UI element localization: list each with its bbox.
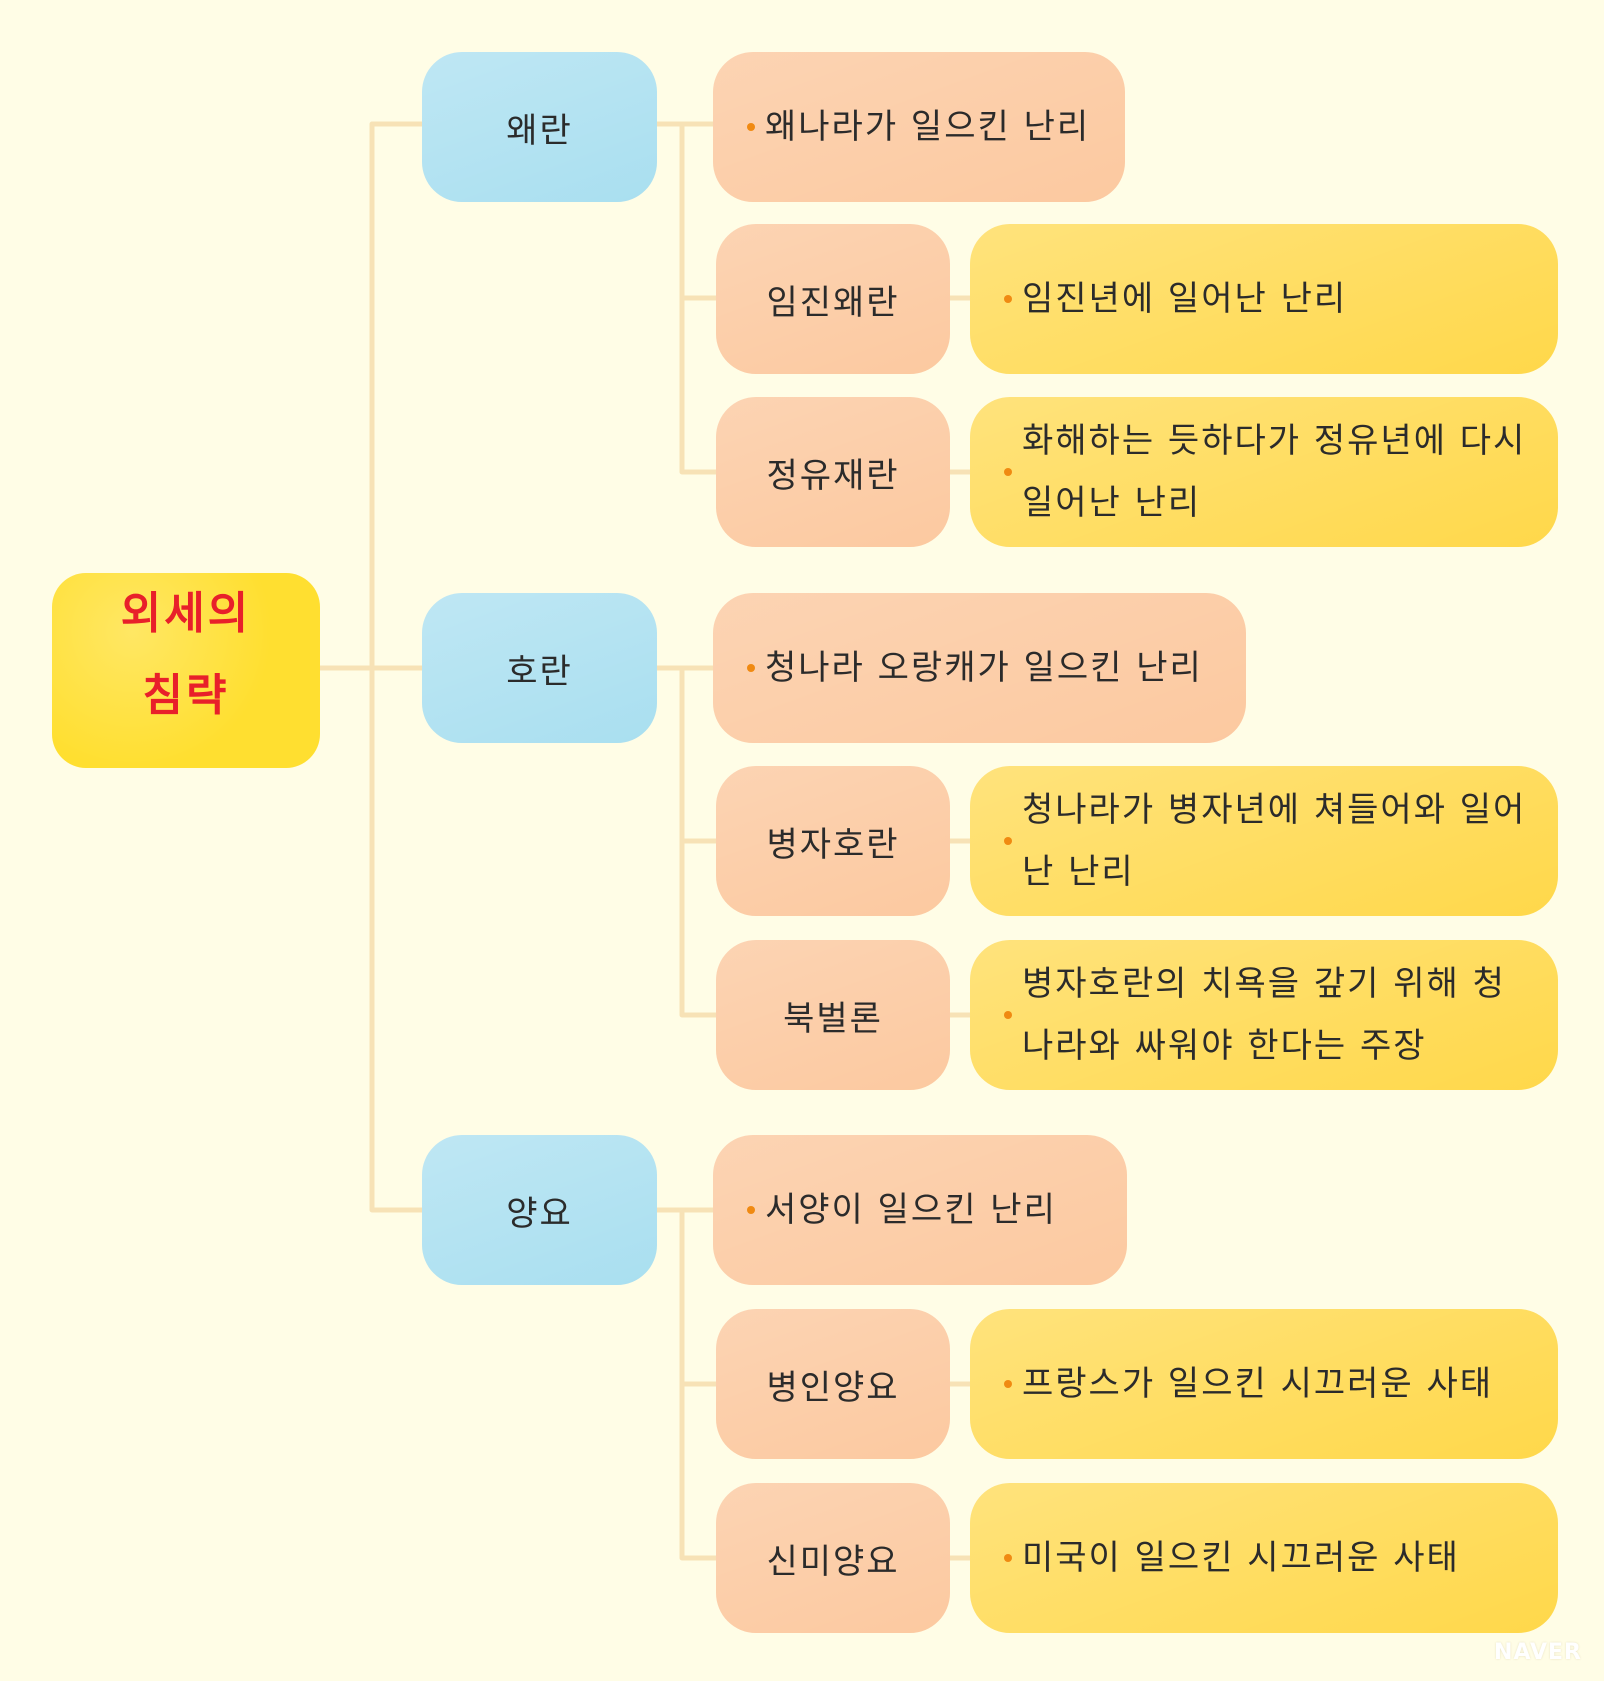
definition-node-yangyo: 서양이 일으킨 난리	[713, 1135, 1127, 1285]
bullet-icon	[1004, 1011, 1012, 1019]
branch-node-horan: 호란	[422, 593, 657, 743]
term-label: 임진왜란	[766, 282, 900, 323]
term-node-byeongin-yangyo: 병인양요	[716, 1309, 950, 1459]
desc-text: 화해하는 듯하다가 정유년에 다시 일어난 난리	[1022, 421, 1527, 523]
desc-text: 프랑스가 일으킨 시끄러운 사태	[1022, 1364, 1494, 1404]
connector-branch-2	[654, 665, 973, 1018]
desc-node-bukbeollon: 병자호란의 치욕을 갚기 위해 청나라와 싸워야 한다는 주장	[970, 940, 1558, 1090]
term-label: 북벌론	[783, 998, 883, 1039]
bullet-icon	[747, 1206, 755, 1214]
branch-node-yangyo: 양요	[422, 1135, 657, 1285]
connector-branch-3	[654, 1207, 973, 1561]
definition-node-waeran: 왜나라가 일으킨 난리	[713, 52, 1125, 202]
connector-root-trunk	[317, 121, 425, 1213]
branch-label: 호란	[506, 651, 573, 692]
desc-text: 임진년에 일어난 난리	[1022, 279, 1348, 319]
definition-text: 청나라 오랑캐가 일으킨 난리	[765, 648, 1203, 688]
bullet-icon	[1004, 837, 1012, 845]
connector-branch-1	[654, 121, 973, 475]
desc-node-imjin-waeran: 임진년에 일어난 난리	[970, 224, 1558, 374]
bullet-icon	[747, 664, 755, 672]
root-label-line1: 외세의	[120, 588, 252, 639]
desc-node-byeongja-horan: 청나라가 병자년에 쳐들어와 일어난 난리	[970, 766, 1558, 916]
root-label-line2: 침략	[142, 670, 230, 721]
term-label: 병인양요	[766, 1367, 900, 1408]
definition-text: 서양이 일으킨 난리	[765, 1190, 1057, 1230]
term-node-jeongyu-jaeran: 정유재란	[716, 397, 950, 547]
root-node: 외세의 침략	[52, 573, 320, 768]
desc-text: 미국이 일으킨 시끄러운 사태	[1022, 1538, 1460, 1578]
bullet-icon	[747, 123, 755, 131]
definition-text: 왜나라가 일으킨 난리	[765, 107, 1091, 147]
term-label: 정유재란	[766, 455, 900, 496]
term-node-bukbeollon: 북벌론	[716, 940, 950, 1090]
branch-label: 양요	[506, 1193, 573, 1234]
branch-node-waeran: 왜란	[422, 52, 657, 202]
bullet-icon	[1004, 1554, 1012, 1562]
term-label: 병자호란	[766, 824, 900, 865]
desc-text: 병자호란의 치욕을 갚기 위해 청나라와 싸워야 한다는 주장	[1022, 964, 1506, 1066]
term-node-byeongja-horan: 병자호란	[716, 766, 950, 916]
bullet-icon	[1004, 295, 1012, 303]
desc-node-byeongin-yangyo: 프랑스가 일으킨 시끄러운 사태	[970, 1309, 1558, 1459]
naver-watermark: NAVER	[1494, 1640, 1582, 1665]
definition-node-horan: 청나라 오랑캐가 일으킨 난리	[713, 593, 1246, 743]
branch-label: 왜란	[506, 110, 573, 151]
bullet-icon	[1004, 468, 1012, 476]
desc-text: 청나라가 병자년에 쳐들어와 일어난 난리	[1022, 790, 1527, 892]
bullet-icon	[1004, 1380, 1012, 1388]
desc-node-sinmi-yangyo: 미국이 일으킨 시끄러운 사태	[970, 1483, 1558, 1633]
term-node-imjin-waeran: 임진왜란	[716, 224, 950, 374]
term-label: 신미양요	[766, 1541, 900, 1582]
term-node-sinmi-yangyo: 신미양요	[716, 1483, 950, 1633]
desc-node-jeongyu-jaeran: 화해하는 듯하다가 정유년에 다시 일어난 난리	[970, 397, 1558, 547]
